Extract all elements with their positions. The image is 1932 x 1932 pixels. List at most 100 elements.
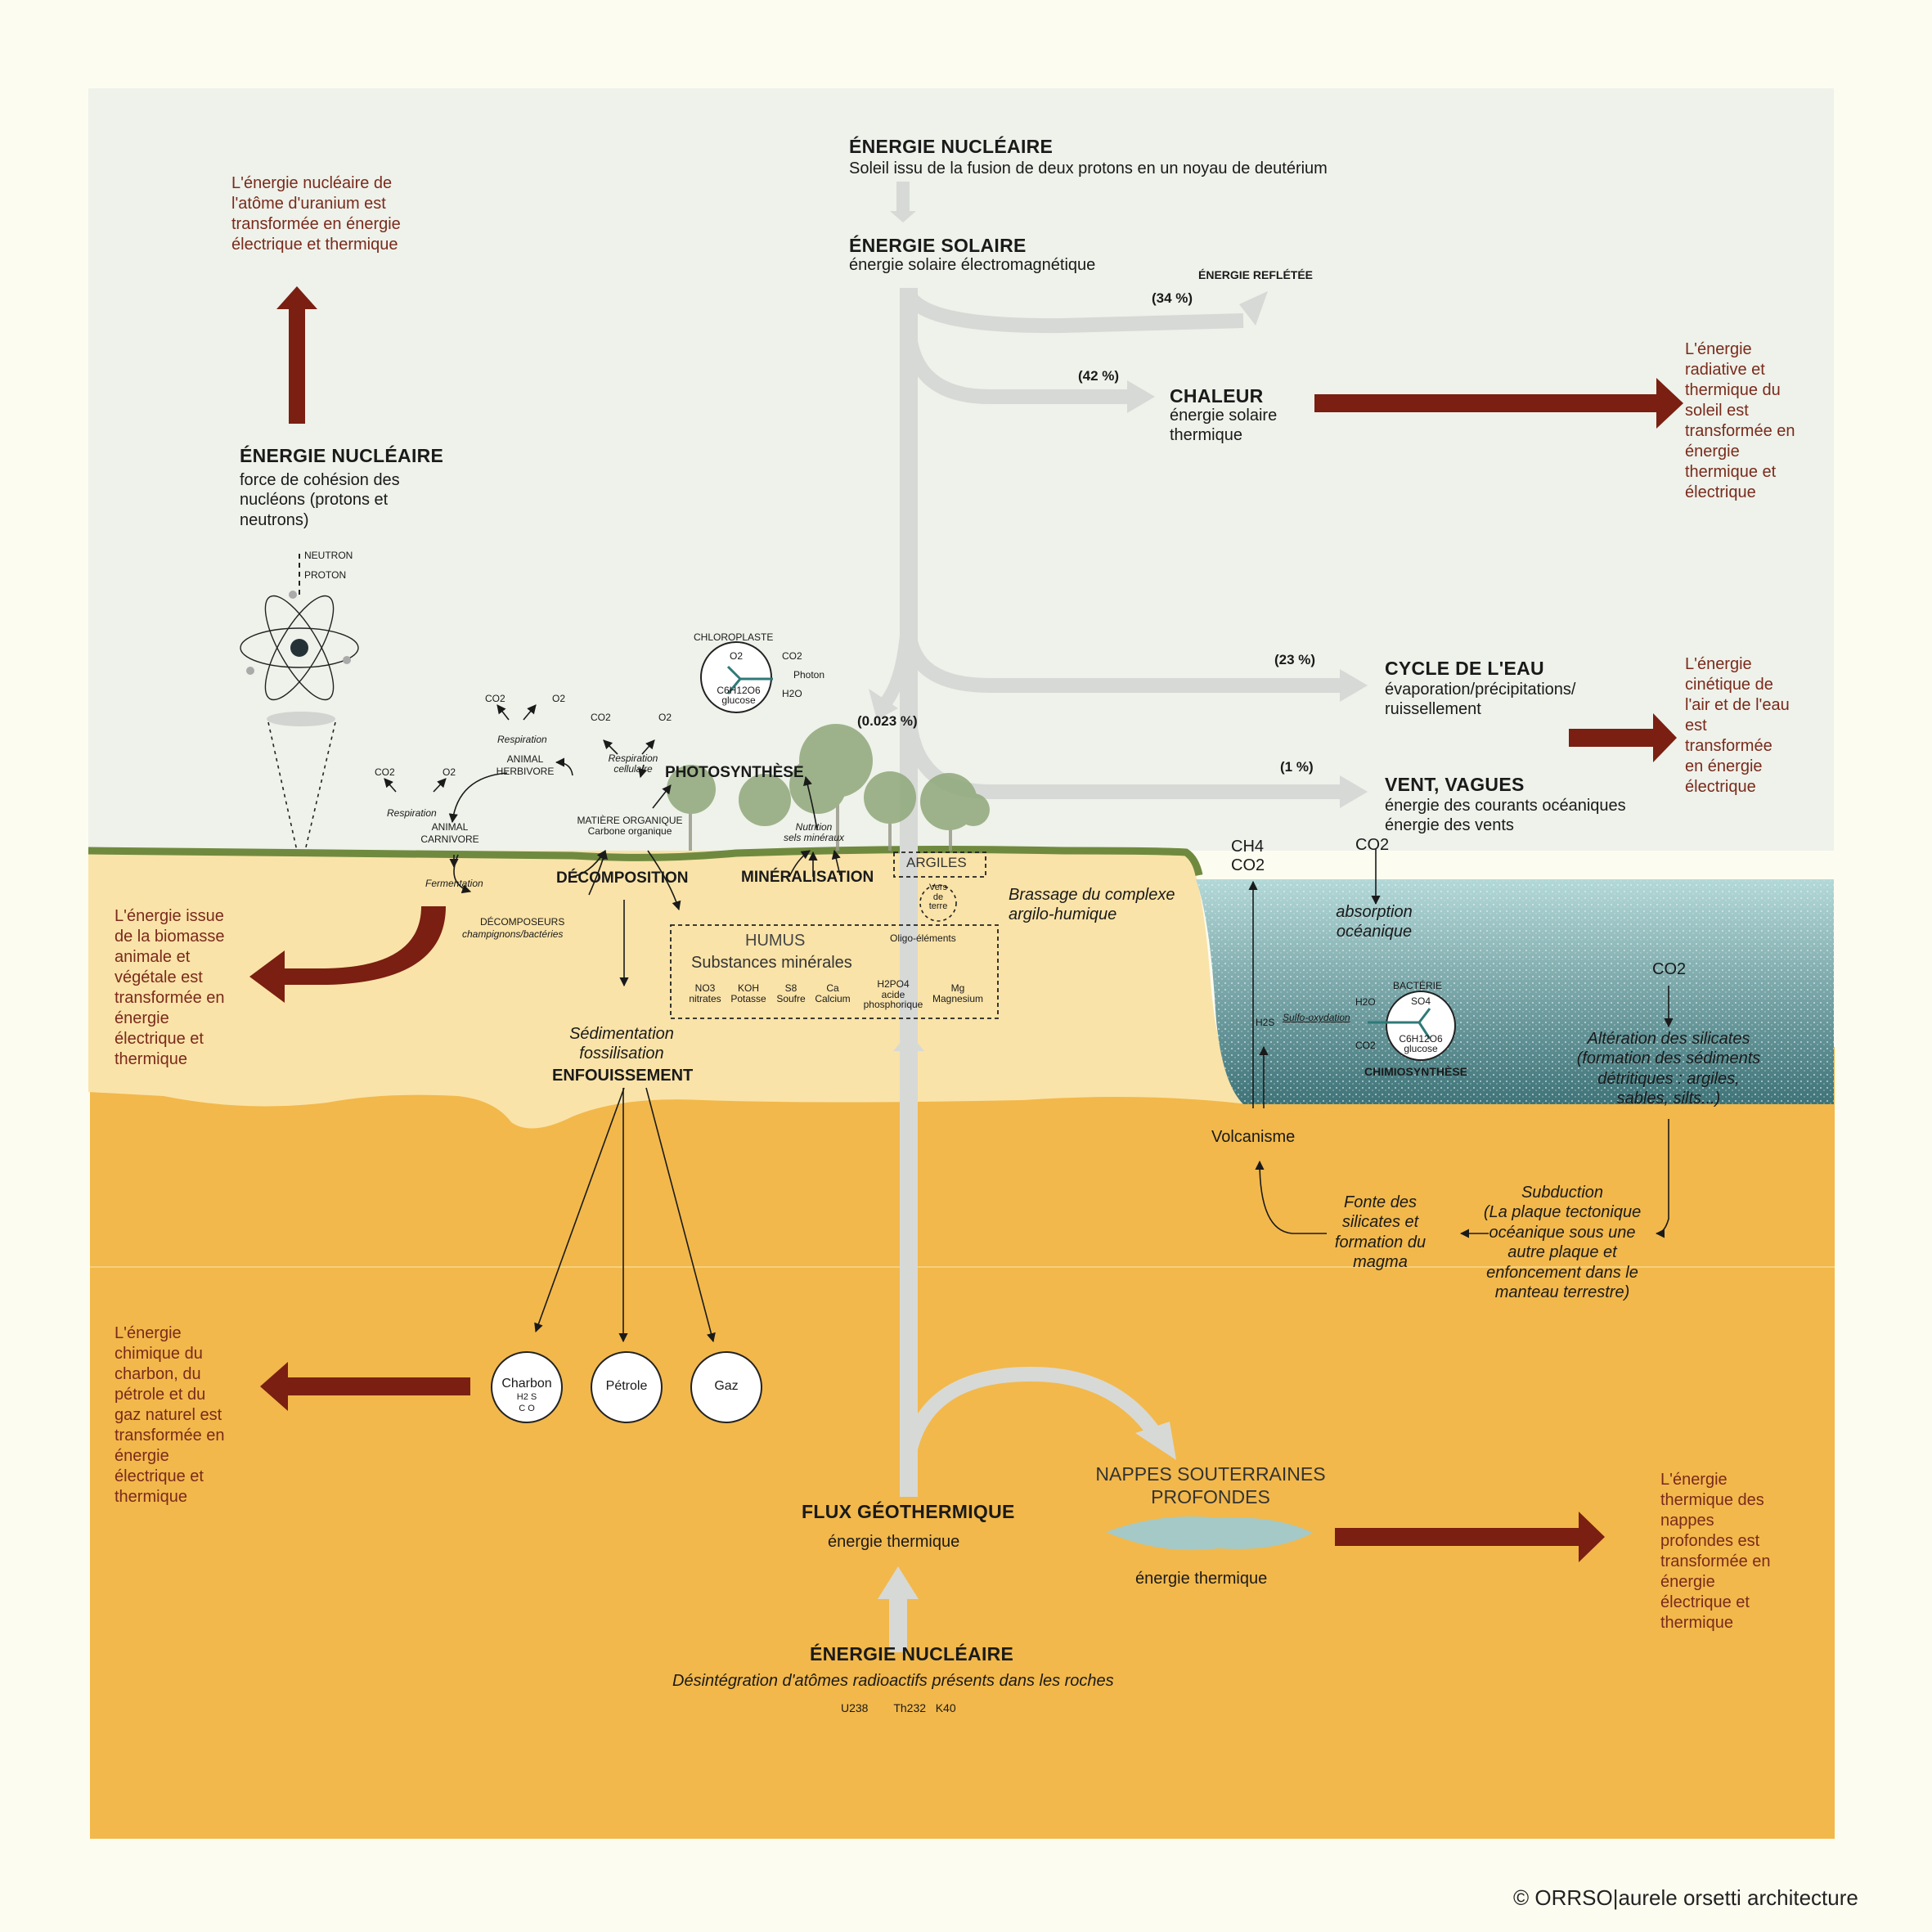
top-nuclear-sub: Soleil issu de la fusion de deux protons… [849, 160, 1328, 177]
topsoil [88, 851, 1247, 1129]
ch4-label: CH4 [1231, 838, 1265, 856]
atom-illustration [240, 554, 359, 701]
aquifer-note: L'énergie thermique des nappes profondes… [1660, 1471, 1771, 1632]
volcanism-label: Volcanisme [1211, 1128, 1296, 1146]
credit: © ORRSO|aurele orsetti architecture [1513, 1885, 1858, 1910]
fossil-note: L'énergie chimique du charbon, du pétrol… [115, 1324, 225, 1506]
decomposers-label: DÉCOMPOSEURS [480, 916, 565, 928]
tree-cluster [667, 724, 990, 851]
herb-co2: CO2 [485, 693, 505, 704]
oil-label: Pétrole [605, 1379, 648, 1393]
coal-label: Charbon [501, 1377, 552, 1391]
pct-wind: (1 %) [1280, 759, 1314, 775]
minerals-label: Substances minérales [691, 954, 852, 972]
sedimentation-label: Sédimentation fossilisation [569, 1025, 674, 1063]
chloro-photon: Photon [793, 669, 825, 681]
chloro-co2: CO2 [782, 650, 802, 662]
herb-respiration: Respiration [497, 734, 547, 745]
humus-box [670, 924, 999, 1019]
deep-soil [90, 1047, 1835, 1839]
reflected-label: ÉNERGIE REFLÉTÉE [1198, 268, 1314, 281]
co2-out-label: CO2 [1231, 856, 1265, 874]
cell-respiration: Respiration cellulaire [608, 753, 658, 775]
wind-title: VENT, VAGUES [1385, 774, 1525, 795]
herbivore-label: ANIMAL HERBIVORE [496, 753, 555, 777]
proton-label: PROTON [304, 569, 347, 581]
coal-circle: Charbon H2 S C O [491, 1351, 563, 1423]
so4-label: SO4 [1411, 995, 1431, 1007]
decomposition-label: DÉCOMPOSITION [556, 869, 689, 887]
left-nuclear-sub: force de cohésion des nucléons (protons … [240, 471, 400, 529]
bacteria-glucose: C6H12O6 glucose [1399, 1033, 1443, 1054]
co2-small-label: CO2 [1355, 1040, 1376, 1051]
carn-o2: O2 [443, 766, 456, 778]
heat-title: CHALEUR [1170, 385, 1264, 407]
pct-photo: (0.023 %) [857, 713, 918, 729]
top-nuclear-title: ÉNERGIE NUCLÉAIRE [849, 136, 1054, 157]
oil-circle: Pétrole [591, 1351, 663, 1423]
worms-label: Vers de terre [928, 883, 948, 912]
bottom-nuclear-title: ÉNERGIE NUCLÉAIRE [810, 1643, 1014, 1665]
carn-co2: CO2 [375, 766, 395, 778]
chloroplast-label: CHLOROPLASTE [694, 631, 774, 643]
geo-sub: énergie thermique [828, 1533, 960, 1551]
carnivore-label: ANIMAL CARNIVORE [420, 821, 479, 845]
water-note: L'énergie cinétique de l'air et de l'eau… [1685, 655, 1790, 796]
cell-co2: CO2 [591, 712, 611, 723]
chemosynthesis-label: CHIMIOSYNTHÈSE [1364, 1065, 1468, 1078]
gas-circle: Gaz [690, 1351, 762, 1423]
carn-respiration: Respiration [387, 807, 437, 819]
sky-area [88, 88, 1834, 851]
water-title: CYCLE DE L'EAU [1385, 658, 1544, 679]
black-arrows [384, 704, 1674, 1343]
chloro-o2: O2 [730, 650, 744, 662]
photosynthesis-label: PHOTOSYNTHÈSE [665, 764, 804, 781]
ground-line [88, 846, 1203, 876]
fermentation-label: Fermentation [425, 878, 483, 889]
humus-label: HUMUS [745, 932, 806, 950]
nutrition-label: Nutrition sels minéraux [783, 821, 845, 844]
neutron-label: NEUTRON [304, 550, 353, 561]
oligo-label: Oligo-éléments [890, 932, 956, 944]
herb-o2: O2 [552, 693, 566, 704]
sulfo-label: Sulfo-oxydation [1283, 1012, 1350, 1023]
aquifer-title: NAPPES SOUTERRAINES PROFONDES [1095, 1463, 1326, 1508]
co2-in-label: CO2 [1355, 836, 1390, 854]
coal-formula: H2 S C O [516, 1392, 537, 1413]
silicates-label: Altération des silicates (formation des … [1576, 1030, 1761, 1108]
heat-sub: énergie solaire thermique [1170, 407, 1278, 445]
burial-label: ENFOUISSEMENT [552, 1067, 694, 1085]
wind-sub: énergie des courants océaniques énergie … [1385, 797, 1626, 835]
absorption-label: absorption océanique [1336, 903, 1413, 941]
red-arrows [249, 286, 1683, 1562]
left-nuclear-title: ÉNERGIE NUCLÉAIRE [240, 445, 444, 466]
bacteria-label: BACTÉRIE [1393, 980, 1443, 991]
aquifer-lens [1106, 1516, 1313, 1551]
brassage-label: Brassage du complexe argilo-humique [1009, 886, 1175, 924]
gas-label: Gaz [714, 1379, 739, 1393]
clays-box [893, 851, 986, 878]
chloro-h2o: H2O [782, 688, 802, 699]
clays-label: ARGILES [906, 855, 967, 870]
organic-matter-label: MATIÈRE ORGANIQUE Carbone organique [577, 815, 683, 838]
magma-label: Fonte des silicates et formation du magm… [1334, 1193, 1427, 1272]
uranium-note: L'énergie nucléaire de l'atôme d'uranium… [231, 174, 401, 254]
pct-reflected: (34 %) [1152, 290, 1193, 306]
chloro-glucose: C6H12O6 glucose [717, 685, 761, 706]
solar-sub: énergie solaire électromagnétique [849, 256, 1096, 274]
chloroplast-circle [700, 641, 772, 713]
co2-right-label: CO2 [1652, 960, 1687, 978]
mineralisation-label: MINÉRALISATION [741, 869, 874, 886]
subduction-label: Subduction (La plaque tectonique océaniq… [1483, 1184, 1642, 1301]
geo-title: FLUX GÉOTHERMIQUE [802, 1501, 1015, 1522]
biomass-note: L'énergie issue de la biomasse animale e… [115, 907, 225, 1068]
h2s-label: H2S [1256, 1017, 1275, 1028]
h2o-label: H2O [1355, 996, 1376, 1008]
